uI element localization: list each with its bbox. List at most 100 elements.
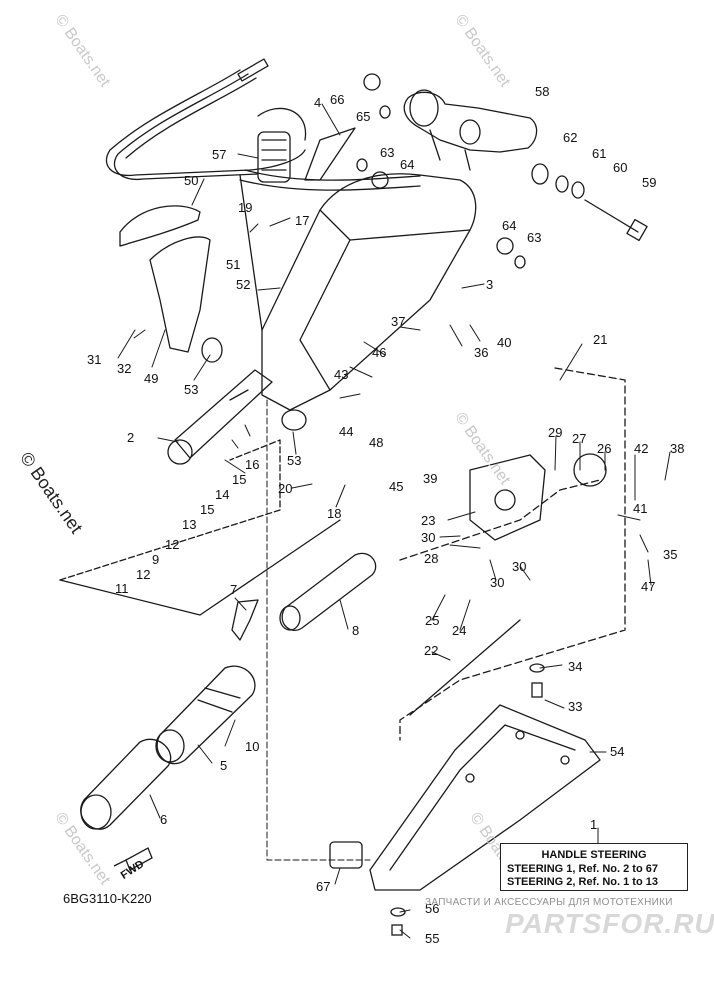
- callout-23: 23: [421, 513, 436, 528]
- legend-title: HANDLE STEERING: [541, 849, 647, 861]
- callout-32: 32: [117, 361, 132, 376]
- callout-16: 16: [245, 457, 260, 472]
- callout-2: 2: [127, 430, 135, 445]
- callout-25: 25: [425, 613, 440, 628]
- callout-63a: 63: [380, 145, 395, 160]
- callout-11: 11: [115, 581, 129, 596]
- callout-19: 19: [238, 200, 253, 215]
- grommet-part-57: [257, 131, 291, 183]
- callout-56: 56: [425, 901, 440, 916]
- callout-46: 46: [372, 345, 387, 360]
- throttle-grip-part-5: [155, 665, 256, 765]
- callout-38: 38: [670, 441, 685, 456]
- left-group-box: [59, 439, 281, 581]
- bottom-cover-part-54: [369, 704, 601, 891]
- callout-15b: 15: [232, 472, 247, 487]
- callout-7: 7: [230, 582, 238, 597]
- callout-62: 62: [563, 130, 578, 145]
- callout-43: 43: [334, 367, 349, 382]
- callout-55: 55: [425, 931, 440, 946]
- legend-box: HANDLE STEERING STEERING 1, Ref. No. 2 t…: [500, 843, 688, 891]
- shop-tagline: ЗАПЧАСТИ И АКСЕССУАРЫ ДЛЯ МОТОТЕХНИКИ: [425, 897, 673, 908]
- callout-65: 65: [356, 109, 371, 124]
- callout-34: 34: [568, 659, 583, 674]
- callout-61: 61: [592, 146, 607, 161]
- callout-5: 5: [220, 758, 228, 773]
- legend-row-1: STEERING 1, Ref. No. 2 to 67: [507, 863, 658, 875]
- remote-cable: [105, 58, 307, 181]
- shift-rod-part-22: [409, 619, 521, 716]
- callout-8: 8: [352, 623, 360, 638]
- callout-13: 13: [182, 517, 197, 532]
- grip-cover-part-6: [80, 738, 172, 830]
- sticker-part-7: [231, 599, 259, 641]
- callout-28: 28: [424, 551, 439, 566]
- callout-18: 18: [327, 506, 342, 521]
- callout-64a: 64: [400, 157, 415, 172]
- callout-59: 59: [642, 175, 657, 190]
- callout-47: 47: [641, 579, 656, 594]
- steering-arm: [239, 169, 477, 411]
- callout-9: 9: [152, 552, 160, 567]
- collars-part-53: [201, 337, 307, 431]
- callout-10: 10: [245, 739, 260, 754]
- callout-3: 3: [486, 277, 494, 292]
- connector-part-67: [329, 841, 363, 869]
- callout-45: 45: [389, 479, 404, 494]
- callout-58: 58: [535, 84, 550, 99]
- callout-4: 4: [314, 95, 322, 110]
- callout-17: 17: [295, 213, 310, 228]
- callout-29: 29: [548, 425, 563, 440]
- callout-57: 57: [212, 147, 227, 162]
- callout-26: 26: [597, 441, 612, 456]
- callout-44: 44: [339, 424, 354, 439]
- callout-67: 67: [316, 879, 331, 894]
- callout-20: 20: [278, 481, 293, 496]
- shop-brand-logo: PARTSFOR.RU: [505, 908, 714, 939]
- legend-row-2: STEERING 2, Ref. No. 1 to 13: [507, 876, 658, 888]
- callout-40: 40: [497, 335, 512, 350]
- grip-part-8: [279, 552, 377, 631]
- callout-53b: 53: [287, 453, 302, 468]
- callout-30b: 30: [490, 575, 505, 590]
- leader-lines: [117, 103, 671, 939]
- callout-35: 35: [663, 547, 678, 562]
- callout-42: 42: [634, 441, 649, 456]
- callout-51: 51: [226, 257, 241, 272]
- callout-54: 54: [610, 744, 625, 759]
- callout-48: 48: [369, 435, 384, 450]
- callout-33: 33: [568, 699, 583, 714]
- cap-part-50: [119, 205, 201, 247]
- callout-66: 66: [330, 92, 345, 107]
- callout-24: 24: [452, 623, 467, 638]
- callout-12b: 12: [136, 567, 151, 582]
- callout-52: 52: [236, 277, 251, 292]
- callout-64b: 64: [502, 218, 517, 233]
- callout-14: 14: [215, 487, 230, 502]
- washers: [356, 73, 585, 269]
- callout-6: 6: [160, 812, 168, 827]
- callout-15a: 15: [200, 502, 215, 517]
- callout-31: 31: [87, 352, 102, 367]
- callout-53a: 53: [184, 382, 199, 397]
- grip-part-49: [149, 236, 211, 353]
- callout-60: 60: [613, 160, 628, 175]
- callout-12a: 12: [165, 537, 180, 552]
- callout-22: 22: [424, 643, 439, 658]
- bracket-part-58: [403, 89, 538, 171]
- callout-49: 49: [144, 371, 159, 386]
- control-box: [399, 367, 626, 741]
- callout-27: 27: [572, 431, 587, 446]
- handle-assembly: [167, 369, 273, 465]
- callout-41: 41: [633, 501, 648, 516]
- callout-21: 21: [593, 332, 608, 347]
- callout-30a: 30: [421, 530, 436, 545]
- callout-39: 39: [423, 471, 438, 486]
- callout-37: 37: [391, 314, 406, 329]
- bolt-part-59: [584, 199, 639, 233]
- callout-30c: 30: [512, 559, 527, 574]
- callout-1: 1: [590, 817, 598, 832]
- diagram-code: 6BG3110-K220: [63, 891, 152, 906]
